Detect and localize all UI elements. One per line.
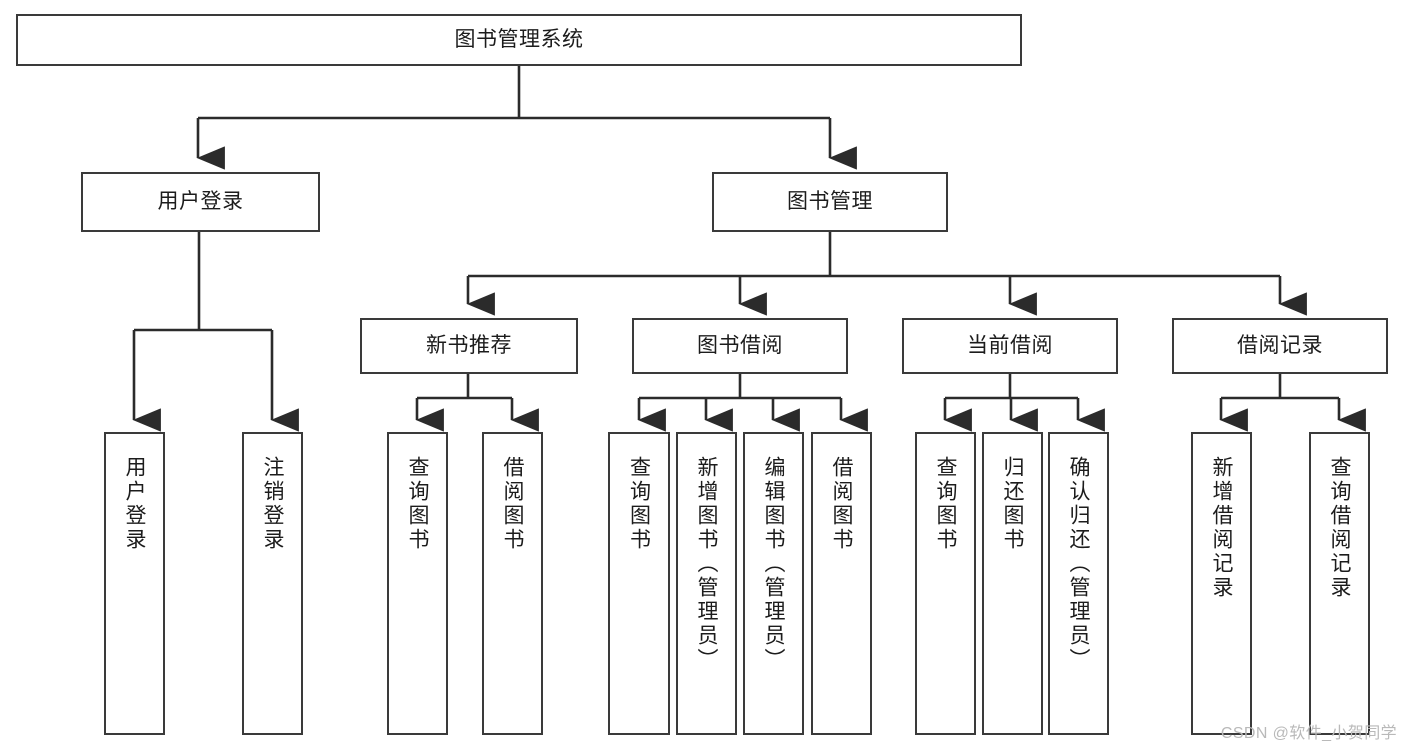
node-leaf-query-book-1-label: 查询图书 <box>406 456 429 552</box>
node-leaf-user-login[interactable]: 用户登录 <box>104 432 165 735</box>
node-book-manage[interactable]: 图书管理 <box>712 172 948 232</box>
node-leaf-add-record-label: 新增借阅记录 <box>1210 456 1233 600</box>
node-book-borrow-label: 图书借阅 <box>697 333 783 357</box>
node-leaf-borrow-book-1[interactable]: 借阅图书 <box>482 432 543 735</box>
node-leaf-add-book[interactable]: 新增图书（管理员） <box>676 432 737 735</box>
node-borrow-record[interactable]: 借阅记录 <box>1172 318 1388 374</box>
node-new-book-recommend-label: 新书推荐 <box>426 333 512 357</box>
node-root-label: 图书管理系统 <box>454 27 584 51</box>
node-leaf-logout-login-label: 注销登录 <box>261 456 284 552</box>
node-current-borrow-label: 当前借阅 <box>967 333 1053 357</box>
node-leaf-add-record[interactable]: 新增借阅记录 <box>1191 432 1252 735</box>
node-leaf-query-book-2-label: 查询图书 <box>627 456 651 552</box>
node-user-login-label: 用户登录 <box>157 189 244 213</box>
node-leaf-borrow-book-2[interactable]: 借阅图书 <box>811 432 872 735</box>
node-borrow-record-label: 借阅记录 <box>1237 333 1323 357</box>
node-book-manage-label: 图书管理 <box>787 189 873 213</box>
node-leaf-user-login-label: 用户登录 <box>123 456 146 552</box>
node-user-login[interactable]: 用户登录 <box>81 172 320 232</box>
csdn-watermark: CSDN @软件_小贺同学 <box>1220 725 1397 742</box>
node-leaf-edit-book[interactable]: 编辑图书（管理员） <box>743 432 804 735</box>
node-leaf-borrow-book-2-label: 借阅图书 <box>830 456 853 552</box>
node-root[interactable]: 图书管理系统 <box>16 14 1022 66</box>
node-leaf-query-book-3[interactable]: 查询图书 <box>915 432 976 735</box>
node-leaf-query-book-2[interactable]: 查询图书 <box>608 432 670 735</box>
node-leaf-query-book-1[interactable]: 查询图书 <box>387 432 448 735</box>
node-leaf-query-record-label: 查询借阅记录 <box>1328 456 1351 600</box>
node-leaf-query-book-3-label: 查询图书 <box>934 456 957 552</box>
node-leaf-add-book-label: 新增图书（管理员） <box>695 456 718 672</box>
node-leaf-confirm-return-label: 确认归还（管理员） <box>1067 456 1090 672</box>
node-leaf-return-book-label: 归还图书 <box>1001 456 1024 552</box>
node-new-book-recommend[interactable]: 新书推荐 <box>360 318 578 374</box>
node-leaf-confirm-return[interactable]: 确认归还（管理员） <box>1048 432 1109 735</box>
node-leaf-return-book[interactable]: 归还图书 <box>982 432 1043 735</box>
node-leaf-edit-book-label: 编辑图书（管理员） <box>762 456 785 672</box>
node-leaf-logout-login[interactable]: 注销登录 <box>242 432 303 735</box>
node-book-borrow[interactable]: 图书借阅 <box>632 318 848 374</box>
node-leaf-borrow-book-1-label: 借阅图书 <box>501 456 524 552</box>
node-leaf-query-record[interactable]: 查询借阅记录 <box>1309 432 1370 735</box>
node-current-borrow[interactable]: 当前借阅 <box>902 318 1118 374</box>
